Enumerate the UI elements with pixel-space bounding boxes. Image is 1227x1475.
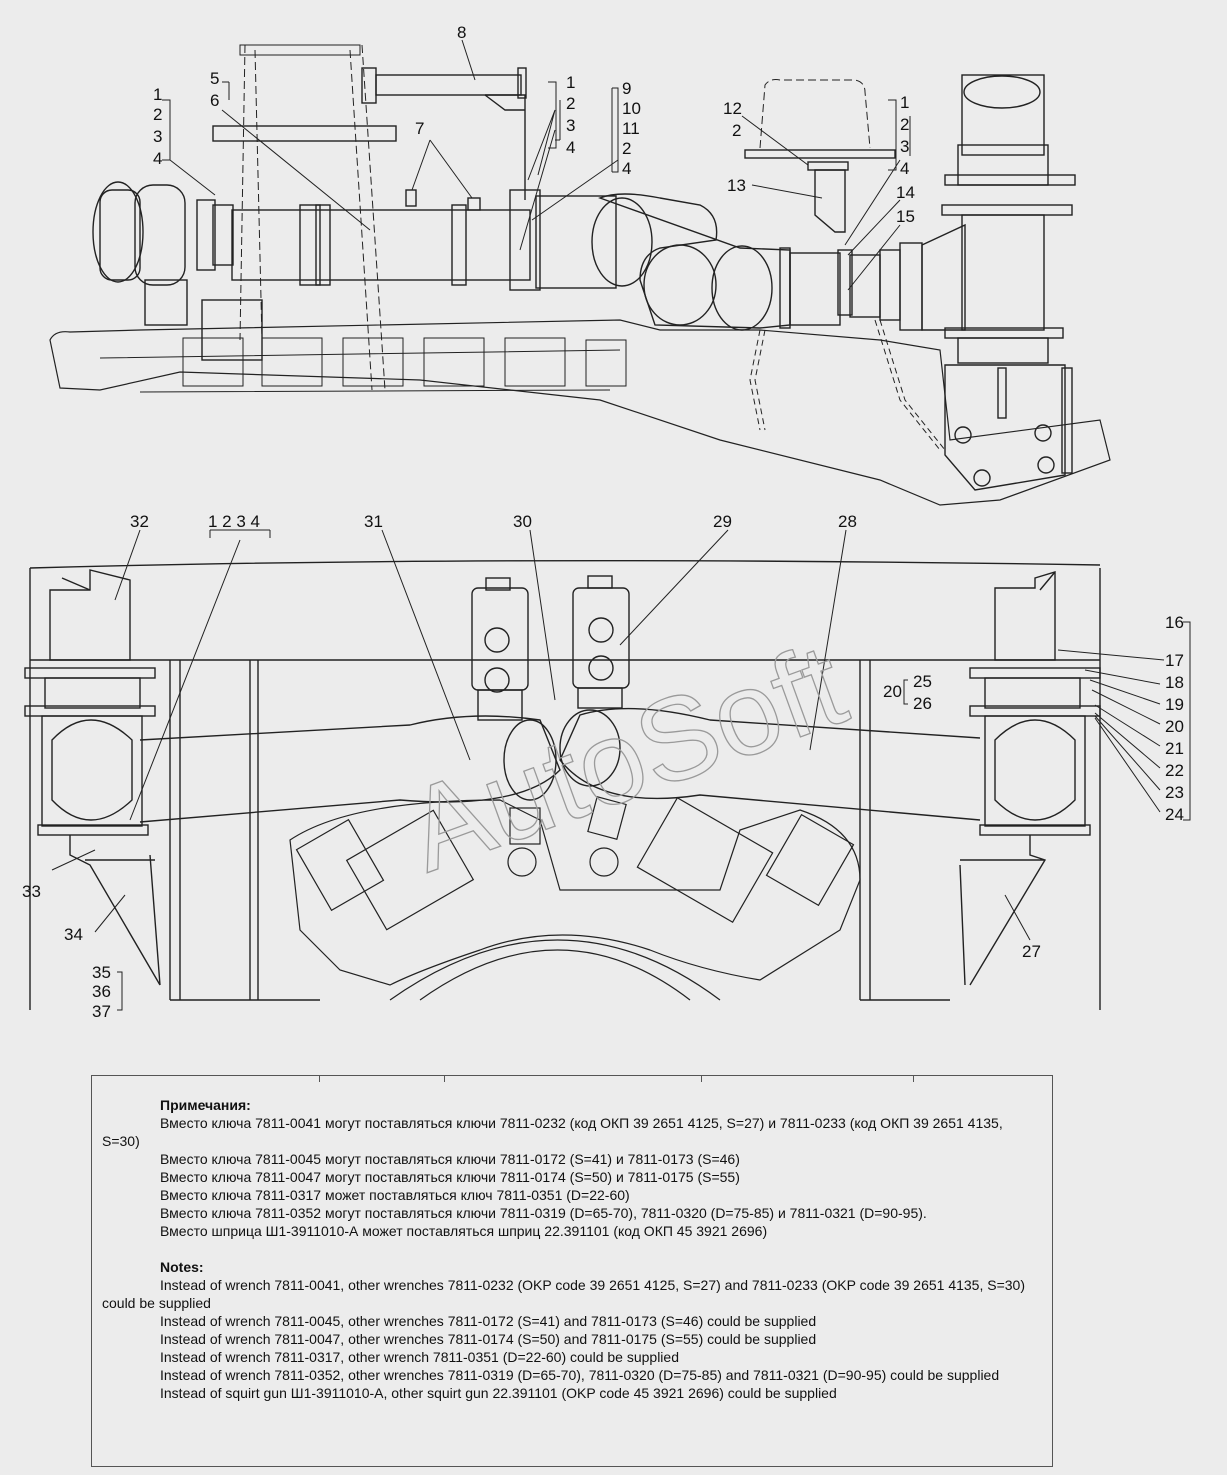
callout: 9 xyxy=(622,79,631,98)
callout: 6 xyxy=(210,91,219,110)
callout: 28 xyxy=(838,512,857,531)
muffler-right xyxy=(959,571,1101,986)
leader-lines xyxy=(51,39,1191,941)
callout: 30 xyxy=(513,512,532,531)
callout: 12 xyxy=(723,99,742,118)
callout: 24 xyxy=(1165,805,1184,824)
note-line: Вместо ключа 7811-0317 может поставлятьс… xyxy=(160,1187,630,1203)
exhaust-pipe-top xyxy=(196,189,617,291)
callout: 32 xyxy=(130,512,149,531)
exhaust-assembly-drawing: AutoSoft 1 2 3 4 5 6 7 8 1 2 3 4 9 10 11… xyxy=(22,23,1191,1021)
border-tick xyxy=(319,1076,320,1082)
note-line: Instead of squirt gun Ш1-3911010-A, othe… xyxy=(160,1385,837,1401)
callout: 15 xyxy=(896,207,915,226)
callout-brackets xyxy=(117,81,1191,1011)
bracket-13 xyxy=(744,79,896,233)
callout: 10 xyxy=(622,99,641,118)
callout: 21 xyxy=(1165,739,1184,758)
note-line: Instead of wrench 7811-0041, other wrenc… xyxy=(102,1277,1025,1311)
callout: 36 xyxy=(92,982,111,1001)
engine-block-cells xyxy=(182,337,627,387)
callout: 27 xyxy=(1022,942,1041,961)
note-line: Вместо ключа 7811-0041 могут поставлятьс… xyxy=(102,1115,1003,1149)
note-line: Вместо ключа 7811-0045 могут поставлятьс… xyxy=(160,1151,740,1167)
callout: 20 xyxy=(1165,717,1184,736)
callout: 4 xyxy=(153,149,162,168)
callout: 7 xyxy=(415,119,424,138)
callout: 2 xyxy=(622,139,631,158)
hanger-29 xyxy=(572,575,630,709)
note-line: Instead of wrench 7811-0047, other wrenc… xyxy=(160,1331,817,1347)
callout: 5 xyxy=(210,69,219,88)
border-tick xyxy=(701,1076,702,1082)
callout: 2 xyxy=(732,121,741,140)
exhaust-elbows xyxy=(591,193,791,331)
callout: 2 xyxy=(566,94,575,113)
engine-bottom-view xyxy=(289,795,861,1001)
callout: 19 xyxy=(1165,695,1184,714)
callout: 1 xyxy=(153,85,162,104)
callout: 33 xyxy=(22,882,41,901)
note-line: Вместо ключа 7811-0047 могут поставлятьс… xyxy=(160,1169,740,1185)
notes-title-ru: Примечания: xyxy=(160,1097,251,1113)
border-tick xyxy=(444,1076,445,1082)
callout: 4 xyxy=(566,138,575,157)
callout: 23 xyxy=(1165,783,1184,802)
callouts-top: 1 2 3 4 5 6 7 8 1 2 3 4 9 10 11 2 4 12 2… xyxy=(153,23,915,226)
border-tick xyxy=(913,1076,914,1082)
crossover-pipe-left xyxy=(139,715,561,823)
callout: 29 xyxy=(713,512,732,531)
callout: 26 xyxy=(913,694,932,713)
callout: 1 xyxy=(900,93,909,112)
callout: 14 xyxy=(896,183,915,202)
callout: 3 xyxy=(900,137,909,156)
notes-title-en: Notes: xyxy=(160,1259,204,1275)
note-line: Вместо шприца Ш1-3911010-А может поставл… xyxy=(160,1223,768,1239)
callout: 18 xyxy=(1165,673,1184,692)
hanger-30 xyxy=(471,577,529,721)
callout: 11 xyxy=(622,119,640,138)
callout: 2 xyxy=(153,105,162,124)
callout: 17 xyxy=(1165,651,1184,670)
callout: 34 xyxy=(64,925,83,944)
callouts-bottom: 32 1 2 3 4 31 30 29 28 16 17 18 19 20 21… xyxy=(22,512,1184,1021)
callout: 3 xyxy=(566,116,575,135)
notes-box: Примечания: Вместо ключа 7811-0041 могут… xyxy=(91,1075,1053,1467)
callout: 4 xyxy=(900,159,909,178)
muffler-left xyxy=(24,569,161,986)
callout: 3 xyxy=(153,127,162,146)
note-line: Instead of wrench 7811-0317, other wrenc… xyxy=(160,1349,679,1365)
note-line: Instead of wrench 7811-0045, other wrenc… xyxy=(160,1313,817,1329)
turbocharger xyxy=(92,181,263,361)
chassis-frame-bottom xyxy=(29,559,1101,1010)
crossover-pipe-right xyxy=(559,707,981,821)
callout: 35 xyxy=(92,963,111,982)
callout: 1 2 3 4 xyxy=(208,512,260,531)
muffler-stack xyxy=(941,74,1076,491)
callout: 37 xyxy=(92,1002,111,1021)
callout: 13 xyxy=(727,176,746,195)
bracket-8 xyxy=(361,67,527,200)
callout: 22 xyxy=(1165,761,1184,780)
callout: 25 xyxy=(913,672,932,691)
callout: 20 xyxy=(883,682,902,701)
chassis-frame-top xyxy=(49,319,1111,506)
note-line: Instead of wrench 7811-0352, other wrenc… xyxy=(160,1367,1000,1383)
callout: 2 xyxy=(900,115,909,134)
callout: 31 xyxy=(364,512,383,531)
callout: 4 xyxy=(622,159,631,178)
callout: 16 xyxy=(1165,613,1184,632)
callout: 8 xyxy=(457,23,466,42)
cab-pillar-dashed xyxy=(239,44,386,391)
note-line: Вместо ключа 7811-0352 могут поставлятьс… xyxy=(160,1205,927,1221)
callout: 1 xyxy=(566,73,575,92)
